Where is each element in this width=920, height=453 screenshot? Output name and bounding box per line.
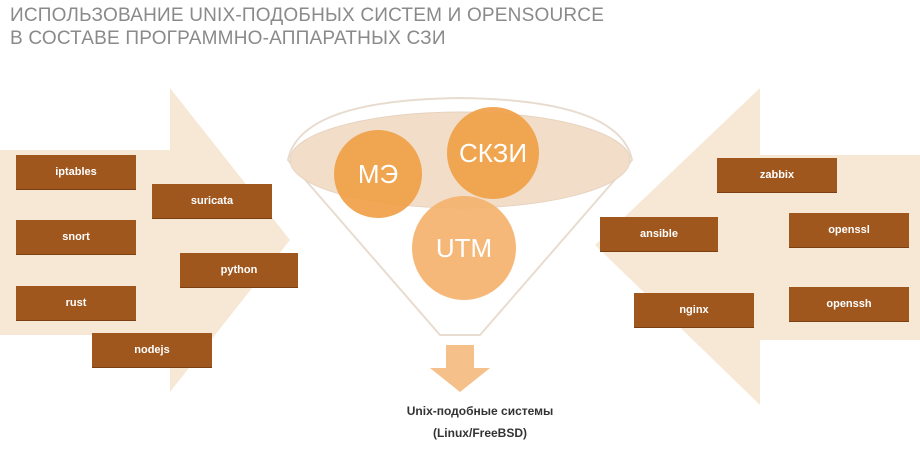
circle-skzi: СКЗИ bbox=[447, 107, 539, 199]
result-line-2: (Linux/FreeBSD) bbox=[432, 426, 527, 440]
title-line-1: ИСПОЛЬЗОВАНИЕ UNIX-ПОДОБНЫХ СИСТЕМ И OPE… bbox=[10, 5, 605, 26]
tag-nginx: nginx bbox=[634, 293, 754, 327]
tag-ansible: ansible bbox=[600, 217, 718, 251]
slide-title: ИСПОЛЬЗОВАНИЕ UNIX-ПОДОБНЫХ СИСТЕМ И OPE… bbox=[10, 4, 604, 50]
tag-openssl: openssl bbox=[789, 213, 909, 247]
tag-iptables: iptables bbox=[16, 155, 136, 189]
tag-nodejs: nodejs bbox=[92, 333, 212, 367]
result-line-1: Unix-подобные системы bbox=[406, 404, 554, 418]
right-arrow-shape bbox=[595, 88, 920, 405]
result-caption: Unix-подобные системы (Linux/FreeBSD) bbox=[300, 400, 660, 444]
circle-utm: UTM bbox=[412, 196, 516, 300]
down-arrow-shape bbox=[430, 345, 490, 392]
tag-python: python bbox=[180, 253, 298, 287]
title-line-2: В СОСТАВЕ ПРОГРАММНО-АППАРАТНЫХ СЗИ bbox=[10, 28, 446, 49]
tag-rust: rust bbox=[16, 286, 136, 320]
tag-suricata: suricata bbox=[152, 184, 272, 218]
tag-snort: snort bbox=[16, 220, 136, 254]
circle-me: МЭ bbox=[334, 130, 422, 218]
tag-openssh: openssh bbox=[789, 287, 909, 321]
tag-zabbix: zabbix bbox=[717, 158, 837, 192]
